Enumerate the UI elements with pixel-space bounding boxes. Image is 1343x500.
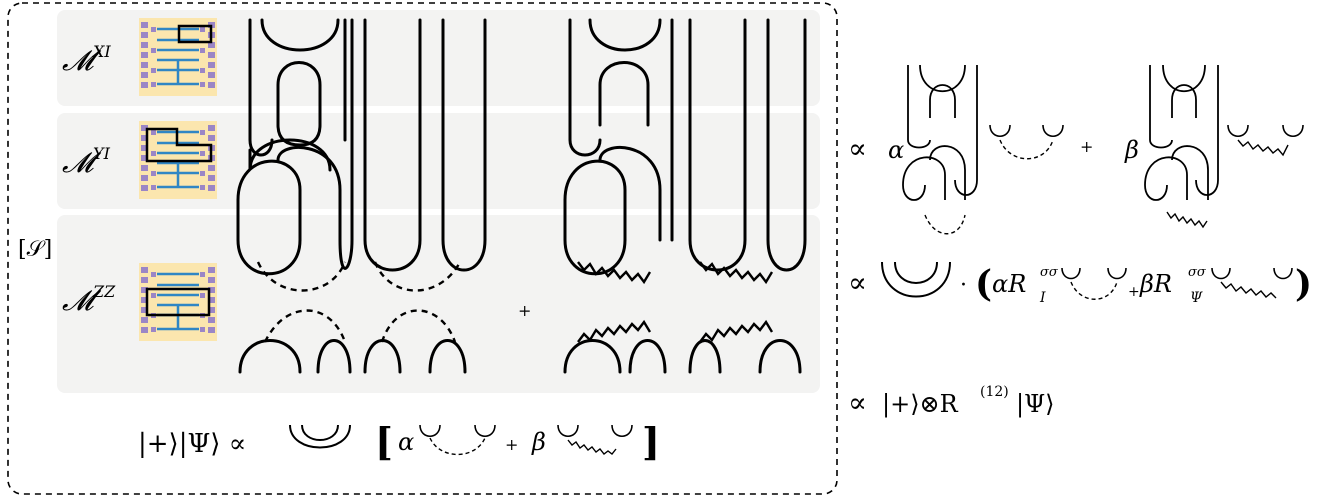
prop-symbol: ∝ — [848, 132, 867, 165]
alpha-sup: σσ — [1040, 265, 1059, 280]
eq3-sup: (12) — [980, 384, 1009, 400]
formula-lhs: |+⟩|Ψ⟩ ∝ — [138, 429, 246, 459]
beta: β — [531, 428, 546, 456]
chip-icon — [137, 119, 219, 201]
dashed-arc-icon — [256, 261, 462, 343]
dashed-frame-icon — [7, 2, 838, 495]
equation-2: ∝ · ( αR σσ I + βR σσ Ψ ) — [848, 261, 1312, 306]
chip-icon — [137, 16, 219, 98]
cup-icon — [301, 424, 339, 441]
equation-1: ∝ α + β — [848, 64, 1304, 235]
open-bracket: [ — [375, 419, 393, 464]
beta-sub: Ψ — [1190, 290, 1203, 306]
equation-3: ∝ |+⟩⊗R (12) |Ψ⟩ — [848, 384, 1055, 419]
beta: β — [1124, 136, 1139, 164]
plus-sign: + — [518, 301, 531, 320]
chip-icon — [137, 261, 219, 343]
bracket-label: [𝒮] — [18, 237, 52, 262]
prop-symbol: ∝ — [848, 386, 867, 419]
prop-symbol: ∝ — [848, 266, 867, 299]
close-paren: ) — [1295, 263, 1312, 305]
close-bracket: ] — [642, 419, 660, 464]
braid-diagram-left — [236, 18, 487, 374]
dot-operator: · — [960, 273, 967, 298]
braid-diagram-right — [563, 18, 807, 374]
plus-sign: + — [1080, 137, 1093, 156]
row-background-yi — [57, 113, 820, 209]
beta-r: βR — [1139, 270, 1172, 298]
plus-sign: + — [1128, 284, 1140, 300]
alpha: α — [888, 136, 904, 164]
row-label-sup: YI — [93, 144, 111, 163]
row-label-sup: ZZ — [92, 282, 116, 301]
cup-icon — [289, 424, 351, 449]
alpha: α — [398, 428, 414, 456]
row-label-sup: XI — [91, 42, 111, 61]
open-paren: ( — [975, 263, 992, 305]
row-background-xi — [57, 10, 820, 106]
wavy-line-icon — [577, 261, 774, 343]
alpha-sub: I — [1039, 290, 1046, 306]
beta-sup: σσ — [1188, 265, 1207, 280]
eq3-text: |+⟩⊗R — [882, 390, 959, 419]
eq3-tail: |Ψ⟩ — [1016, 390, 1055, 419]
alpha-r: αR — [992, 270, 1026, 298]
plus-sign: + — [505, 435, 518, 454]
bottom-formula: |+⟩|Ψ⟩ ∝ [ α + β ] — [138, 419, 660, 464]
